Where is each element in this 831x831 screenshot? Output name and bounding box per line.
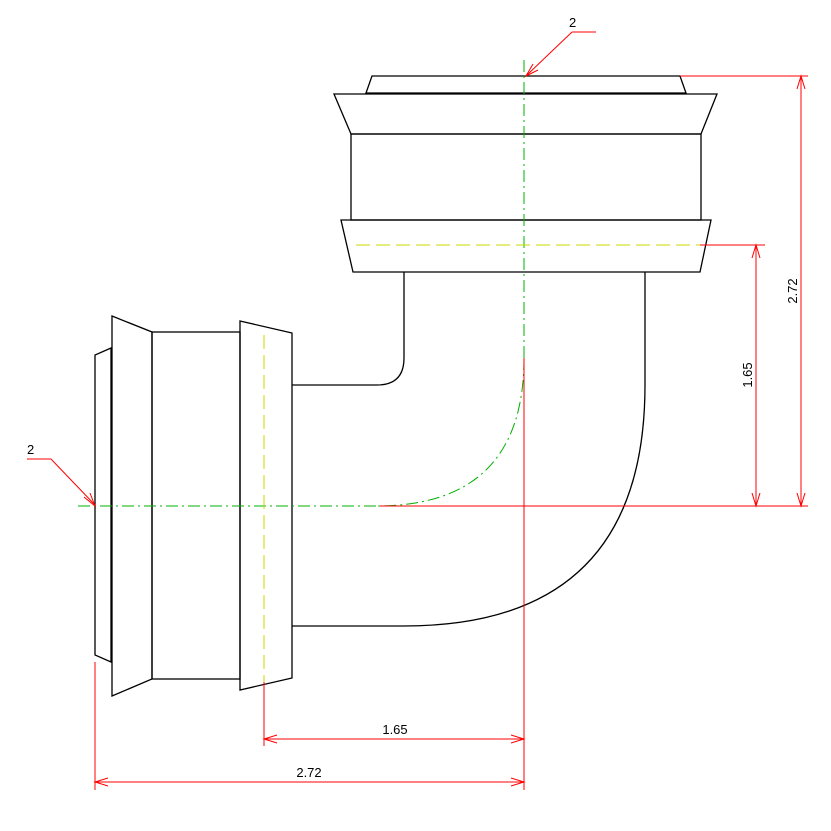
dimensions: 2.72 1.65 1.65 2.72 [93, 74, 808, 790]
top-callout-leader [526, 31, 573, 76]
elbow-body [292, 272, 646, 627]
dim-horizontal-short-label: 1.65 [382, 722, 407, 737]
top-nut [333, 93, 718, 135]
top-seal-ring [365, 75, 687, 94]
bend-centerline-arc [375, 357, 525, 507]
left-callout-label: 2 [27, 442, 34, 457]
dim-vertical-long-label: 2.72 [785, 278, 800, 303]
top-callout-label: 2 [569, 15, 576, 30]
elbow-inner-curve [292, 272, 405, 386]
centerlines [78, 60, 700, 682]
top-socket [333, 75, 718, 273]
left-collar [239, 320, 293, 691]
elbow-outer-curve [292, 272, 646, 627]
dim-horizontal-long-label: 2.72 [296, 765, 321, 780]
callouts: 2 2 [27, 15, 596, 508]
left-callout-leader [50, 458, 96, 506]
top-body [350, 133, 702, 221]
left-seal-ring [94, 347, 112, 663]
dim-vertical-short-label: 1.65 [740, 362, 755, 387]
top-collar [340, 219, 712, 273]
